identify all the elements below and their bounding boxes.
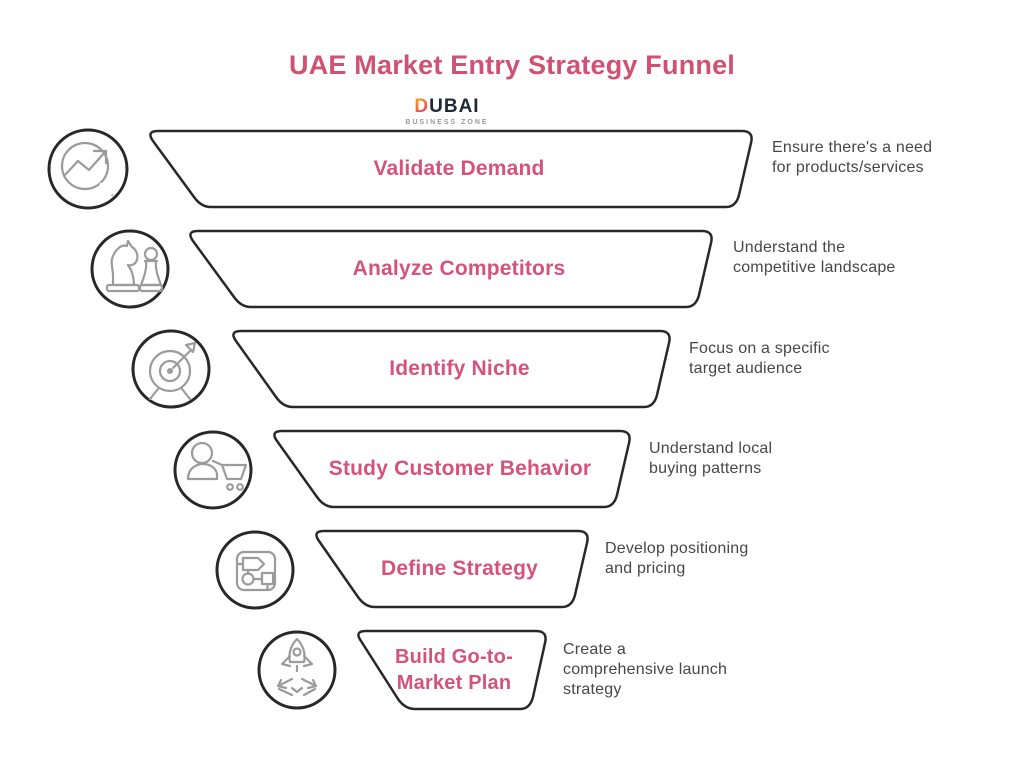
chess-pieces-icon: [105, 239, 164, 293]
funnel-stage-shape-3: [232, 329, 671, 409]
rocket-launch-icon: [276, 637, 318, 697]
stage-label-4: Study Customer Behavior: [328, 457, 592, 480]
funnel-stage-shape-5: [315, 529, 589, 609]
stage-description-2: Understand the competitive landscape: [733, 239, 896, 276]
stage-label-6: Build Go-to-Market Plan: [395, 646, 513, 694]
icon-badge-4: [173, 430, 253, 510]
stage-description-5: Develop positioning and pricing: [605, 540, 749, 577]
brand-logo: DUBAI BUSINESS ZONE: [405, 97, 488, 126]
funnel-stage-shape-6: [357, 629, 547, 711]
target-icon: [148, 341, 197, 401]
funnel-stage-shape-1: [149, 129, 753, 209]
logo-tagline: BUSINESS ZONE: [405, 119, 489, 126]
customer-cart-icon: [186, 441, 248, 491]
page-title: UAE Market Entry Strategy Funnel: [289, 50, 735, 80]
strategy-flowchart-icon: [235, 550, 277, 592]
funnel-stage-shape-2: [189, 229, 713, 309]
stage-description-1: Ensure there's a need for products/servi…: [772, 139, 933, 176]
stage-description-6: Create a comprehensive launch strategy: [563, 641, 728, 698]
logo-letters: UBAI: [429, 96, 480, 117]
stage-label-2: Analyze Competitors: [352, 257, 566, 280]
funnel-stage-shape-4: [273, 429, 631, 509]
stage-label-5: Define Strategy: [380, 557, 539, 580]
logo-wordmark: DUBAI: [405, 97, 488, 116]
stage-label-1: Validate Demand: [373, 157, 545, 180]
stage-description-4: Understand local buying patterns: [649, 440, 773, 477]
stage-label-3: Identify Niche: [389, 357, 530, 380]
logo-letter-accent: D: [414, 96, 430, 117]
stage-description-3: Focus on a specific target audience: [689, 340, 830, 377]
market-analysis-icon: [60, 141, 114, 197]
